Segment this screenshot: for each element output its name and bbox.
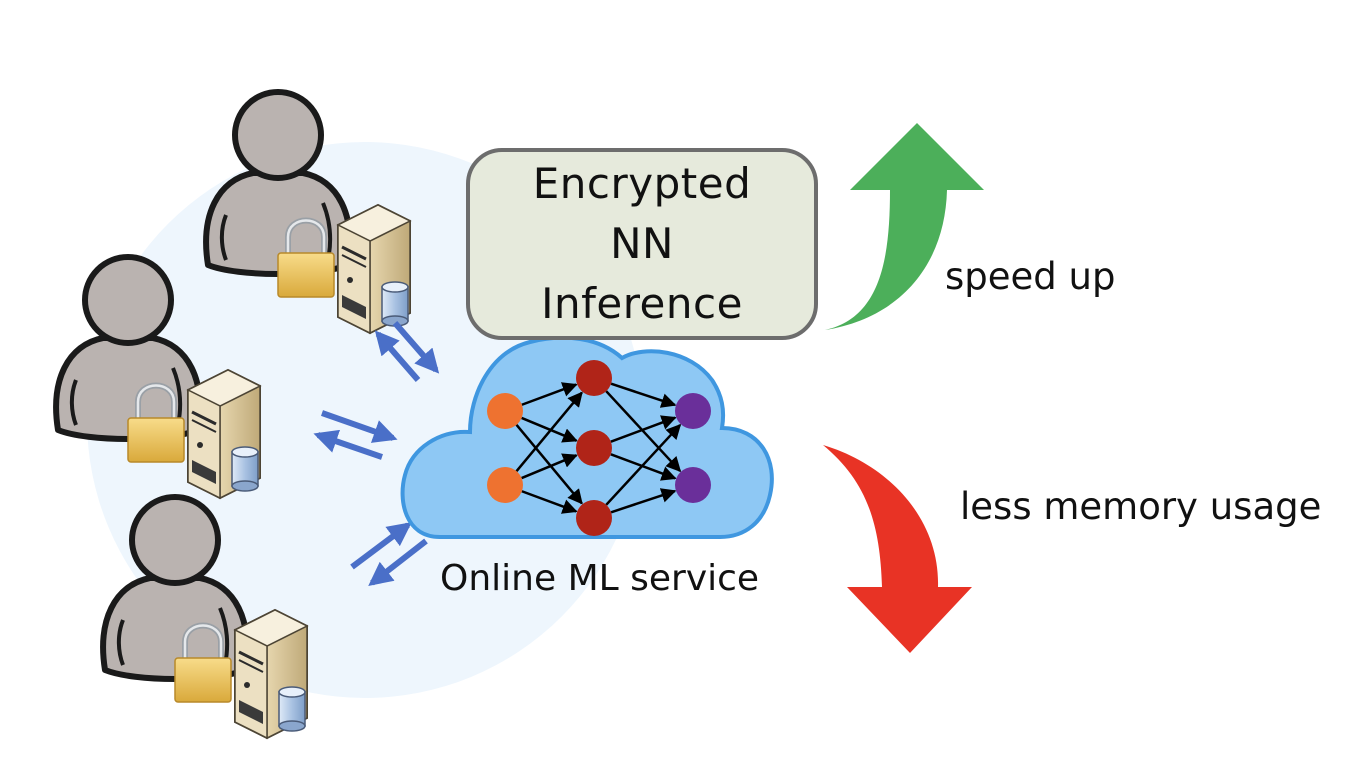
exchange-arrows — [313, 321, 440, 586]
nn-node-input-1 — [487, 467, 523, 503]
encrypted-inference-box — [466, 148, 818, 340]
memory-down-arrow-icon — [823, 445, 972, 653]
online-ml-service-label: Online ML service — [440, 558, 760, 599]
exchange-arrow-1-to-cloud — [392, 321, 440, 374]
speed-up-arrow-icon — [825, 123, 984, 330]
nn-edge-hidden2-output0 — [605, 423, 682, 506]
exchange-arrow-3-from-cloud — [368, 538, 428, 586]
encrypted-inference-box-text: Encrypted NN Inference — [468, 150, 816, 338]
speed-up-label: speed up — [945, 255, 1116, 298]
nn-edge-input0-hidden1 — [521, 416, 578, 443]
exchange-arrow-3-to-cloud — [350, 522, 412, 570]
nn-edge-input0-hidden0 — [521, 382, 578, 406]
exchange-arrow-2-to-cloud — [321, 410, 398, 443]
neural-network-nodes — [487, 360, 711, 536]
nn-edge-hidden0-output0 — [610, 382, 677, 408]
nn-node-hidden-2 — [576, 500, 612, 536]
nn-edge-hidden1-output0 — [610, 415, 677, 443]
box-line-2: NN — [610, 219, 674, 268]
nn-edge-input1-hidden1 — [521, 453, 578, 480]
exchange-arrow-2-from-cloud — [313, 429, 383, 460]
neural-network-edges — [515, 382, 682, 514]
nn-node-input-0 — [487, 393, 523, 429]
nn-edge-hidden0-output1 — [605, 390, 682, 473]
nn-node-output-1 — [675, 467, 711, 503]
nn-edge-input1-hidden2 — [521, 490, 578, 514]
nn-edge-input0-hidden2 — [515, 424, 583, 505]
nn-node-hidden-1 — [576, 430, 612, 466]
nn-node-hidden-0 — [576, 360, 612, 396]
nn-node-output-0 — [675, 393, 711, 429]
nn-edge-hidden2-output1 — [610, 488, 677, 514]
nn-edge-input1-hidden0 — [515, 391, 583, 472]
box-line-1: Encrypted — [532, 159, 752, 208]
exchange-arrow-1-from-cloud — [374, 330, 421, 382]
box-line-3: Inference — [541, 279, 743, 328]
less-memory-label: less memory usage — [960, 485, 1322, 528]
